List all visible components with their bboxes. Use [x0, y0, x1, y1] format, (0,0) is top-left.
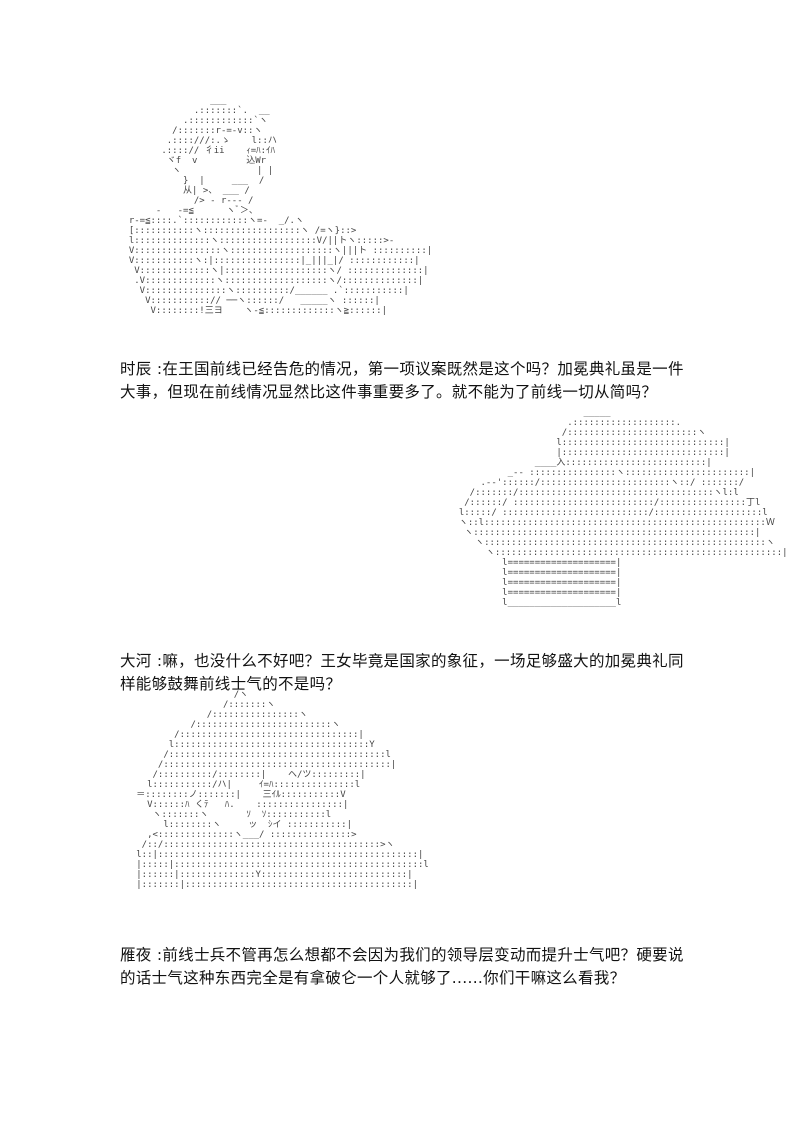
dialogue-text: 在王国前线已经告危的情况，第一项议案既然是这个吗？加冕典礼虽是一件大事，但现在前…: [120, 360, 684, 401]
speaker-name: 大河 :: [120, 652, 163, 670]
speaker-name: 雁夜 :: [120, 946, 163, 964]
dialogue-text: 嘛，也没什么不好吧？王女毕竟是国家的象征，一场足够盛大的加冕典礼同样能够鼓舞前线…: [120, 652, 684, 693]
speaker-name: 时辰 :: [120, 360, 163, 378]
dialogue-line-1: 时辰 :在王国前线已经告危的情况，第一项议案既然是这个吗？加冕典礼虽是一件大事，…: [120, 358, 690, 404]
dialogue-line-2: 大河 :嘛，也没什么不好吧？王女毕竟是国家的象征，一场足够盛大的加冕典礼同样能够…: [120, 650, 690, 696]
dialogue-text: 前线士兵不管再怎么想都不会因为我们的领导层变动而提升士气吧？硬要说的话士气这种东…: [120, 946, 684, 987]
ascii-art-character-tokiomi: ___ .:::::::`. __ .::::::::::::`ヽ /:::::…: [128, 96, 433, 316]
ascii-art-character-taiga: _____ .:::::::::::::::::::. /:::::::::::…: [458, 408, 788, 608]
dialogue-line-3: 雁夜 :前线士兵不管再怎么想都不会因为我们的领导层变动而提升士气吧？硬要说的话士…: [120, 944, 690, 990]
ascii-art-character-kariya: /ヽ /:::::::ヽ /::::::::::::::::ヽ /:::::::…: [136, 690, 429, 890]
